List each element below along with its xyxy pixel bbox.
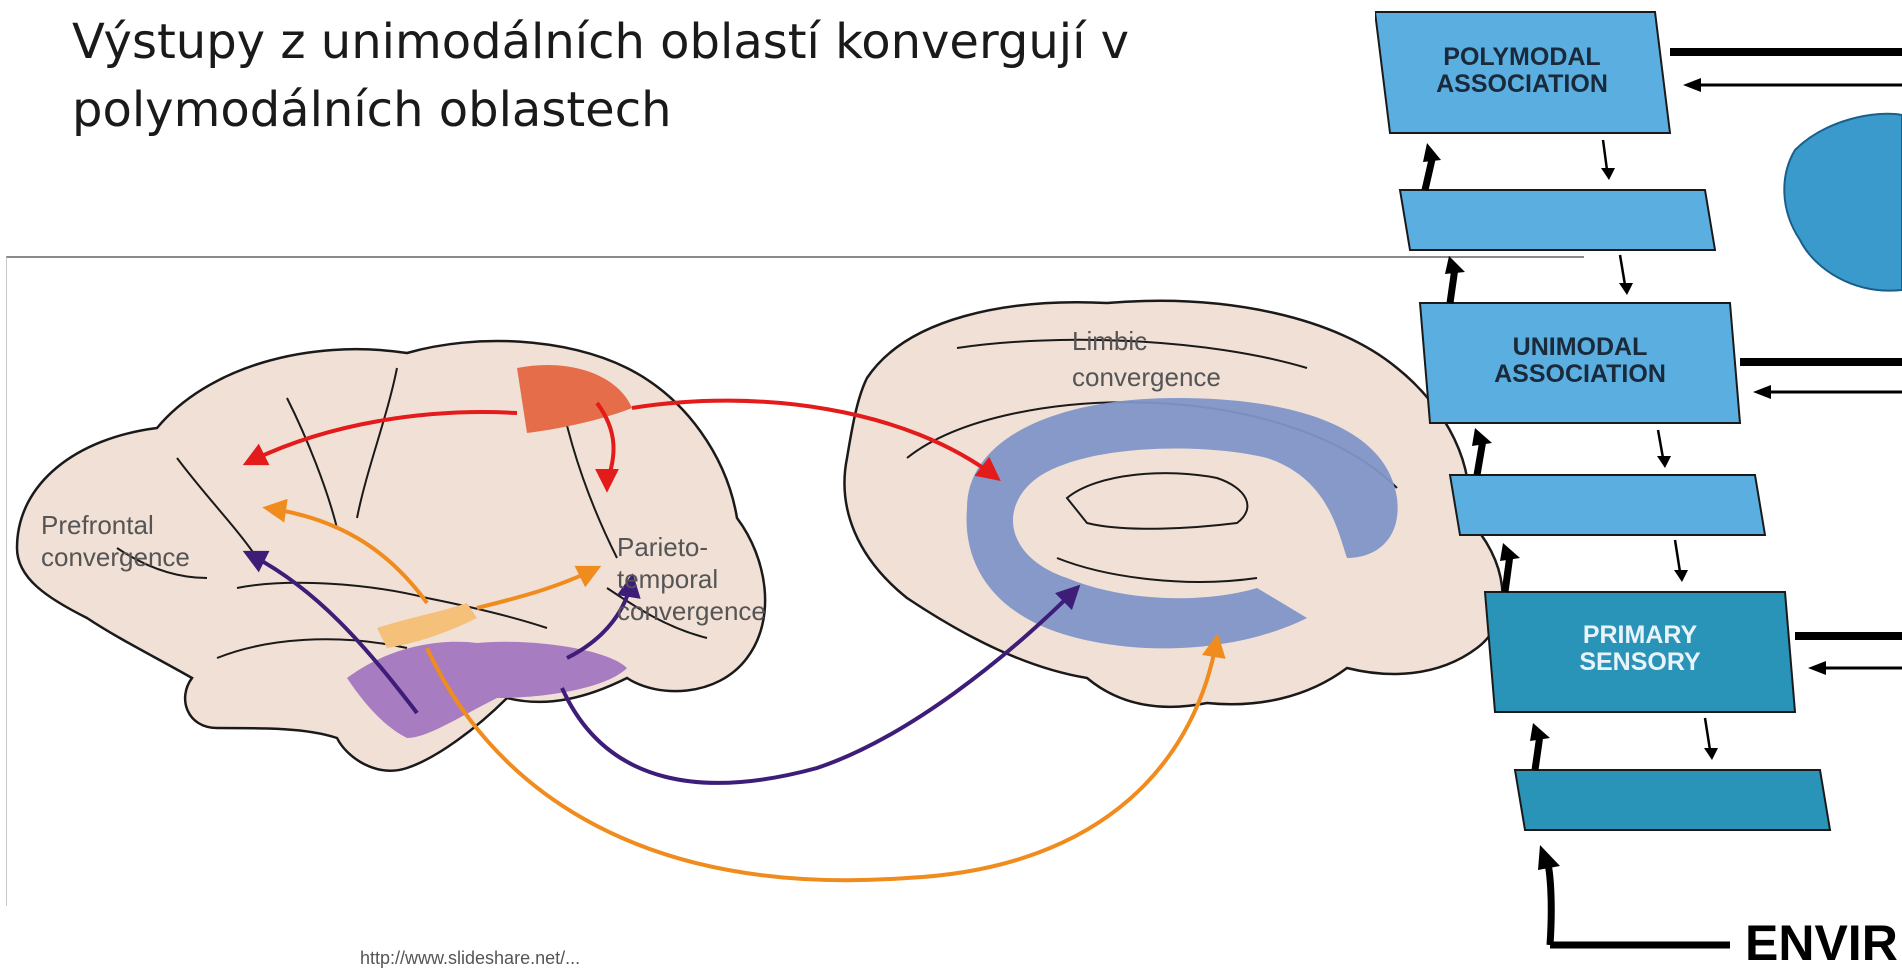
prefrontal-label-line2: convergence [41, 542, 190, 572]
intermediate-box-lower [1515, 770, 1830, 830]
slide-title: Výstupy z unimodálních oblastí konverguj… [72, 8, 1322, 144]
limbic-label-line1: Limbic [1072, 326, 1147, 356]
polymodal-label-line1: POLYMODAL [1443, 43, 1600, 71]
unimodal-label-line2: ASSOCIATION [1494, 360, 1666, 388]
source-footnote[interactable]: http://www.slideshare.net/... [360, 948, 580, 969]
polymodal-label-line2: ASSOCIATION [1436, 70, 1608, 98]
parieto-label-line1: Parieto- [617, 532, 708, 562]
brain-icon [1784, 114, 1902, 291]
unimodal-label-line1: UNIMODAL [1513, 333, 1648, 361]
prefrontal-label-line1: Prefrontal [41, 510, 154, 540]
primary-label-line2: SENSORY [1579, 648, 1701, 676]
primary-label-line1: PRIMARY [1583, 621, 1698, 649]
hierarchy-flow-diagram: POLYMODAL ASSOCIATION UNIMODAL ASSOCIATI… [1375, 0, 1902, 969]
parieto-label-line2: temporal [617, 564, 718, 594]
limbic-label-line2: convergence [1072, 362, 1221, 392]
environment-label: ENVIR [1745, 915, 1898, 969]
parieto-label-line3: convergence [617, 596, 766, 626]
intermediate-box-upper [1400, 190, 1715, 250]
intermediate-box-middle [1450, 475, 1765, 535]
brain-convergence-figure: Limbic convergence Prefrontal convergenc… [6, 256, 1584, 906]
flow-diagram-svg: POLYMODAL ASSOCIATION UNIMODAL ASSOCIATI… [1375, 0, 1902, 969]
brain-illustration: Limbic convergence Prefrontal convergenc… [7, 258, 1585, 908]
